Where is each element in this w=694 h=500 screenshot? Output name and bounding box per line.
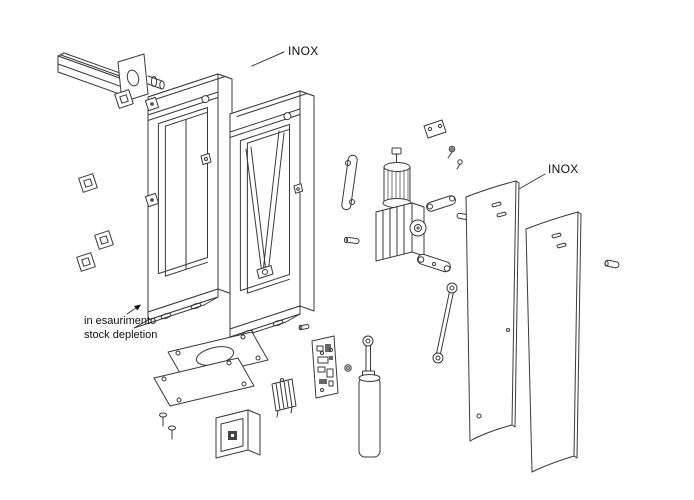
door-panel-right	[525, 211, 582, 473]
motor-shading	[387, 168, 409, 203]
hinge-plates	[144, 96, 160, 208]
label-inox-top: INOX	[288, 44, 319, 58]
gas-spring	[344, 335, 381, 458]
cabinet-frame-right	[215, 90, 315, 346]
control-board	[311, 335, 339, 399]
lock-hole	[283, 112, 292, 121]
breather-cap	[391, 147, 402, 155]
small-pin	[298, 324, 310, 331]
lock-hole	[201, 95, 210, 104]
fixing-plates	[76, 89, 134, 272]
transformer-block	[271, 378, 297, 418]
fixing-screws	[159, 412, 176, 440]
door-panel-left	[465, 180, 520, 442]
panel-pin	[604, 259, 620, 269]
transmission-levers	[343, 195, 471, 273]
inox-top-leader-line	[251, 51, 285, 67]
control-box	[215, 409, 261, 459]
inox-right-leader-line	[518, 173, 546, 190]
stock-note: in esaurimento stock depletion	[84, 314, 157, 342]
cabinet-frame-left	[133, 73, 233, 329]
output-flange	[409, 219, 427, 237]
spring-bolt	[344, 364, 352, 372]
label-inox-right: INOX	[548, 162, 579, 176]
v-braces	[245, 130, 285, 279]
stock-note-arrow	[126, 304, 141, 315]
wall-mount-beam	[57, 52, 165, 103]
stock-note-line-italian: in esaurimento	[84, 315, 157, 327]
base-plate-assembly	[153, 331, 269, 440]
motor-gearbox-assembly	[375, 147, 427, 262]
stock-note-line-english: stock depletion	[84, 329, 158, 341]
beam-shaft	[147, 75, 165, 90]
mounting-plate	[423, 119, 463, 170]
connecting-rod	[432, 282, 458, 364]
tie-rod-bracket	[341, 154, 358, 211]
